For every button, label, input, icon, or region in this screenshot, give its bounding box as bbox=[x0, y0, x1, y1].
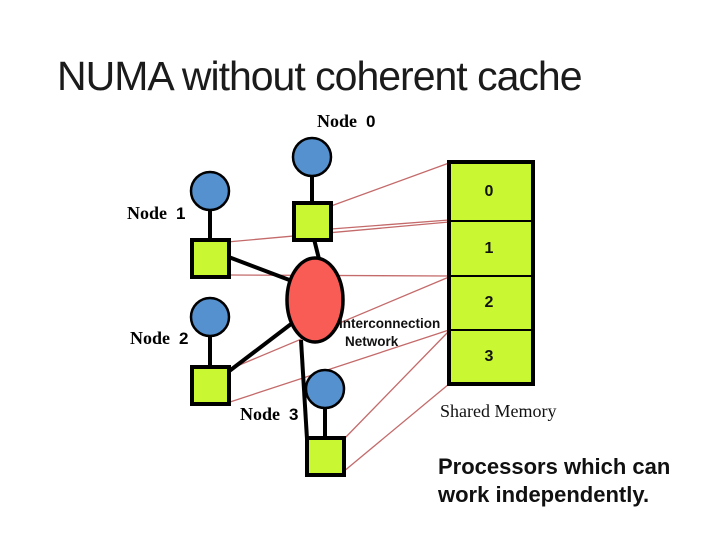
node3-network-connector bbox=[299, 339, 309, 440]
bus-connector-lines bbox=[208, 175, 327, 440]
link-node0-cell0-top bbox=[330, 162, 450, 207]
node1-processor-circle bbox=[189, 170, 231, 212]
node1-network-connector bbox=[225, 254, 293, 283]
node3-processor-circle bbox=[304, 368, 346, 410]
node3-cache-square bbox=[305, 436, 346, 477]
node2-label-text: Node bbox=[130, 328, 170, 348]
link-node0-cell0-bottom bbox=[330, 219, 450, 230]
memory-cell0-label: 0 bbox=[484, 183, 494, 200]
node2-label: Node 2 bbox=[130, 329, 188, 348]
caption-line1: Processors which can bbox=[438, 454, 671, 479]
shared-memory-label: Shared Memory bbox=[440, 401, 557, 421]
node1-label-text: Node bbox=[127, 203, 167, 223]
memory-cell1-label: 1 bbox=[484, 240, 494, 257]
node0-number: 0 bbox=[366, 112, 376, 131]
link-node1-cell1-top bbox=[226, 221, 450, 243]
shared-memory-dividers bbox=[450, 220, 532, 331]
node3-label: Node 3 bbox=[240, 405, 298, 424]
slide-title: NUMA without coherent cache bbox=[57, 53, 582, 99]
caption-line2: work independently. bbox=[438, 482, 650, 507]
node1-number: 1 bbox=[176, 204, 186, 223]
node0-processor-circle bbox=[291, 136, 333, 178]
node0-label: Node 0 bbox=[317, 112, 375, 131]
caption-text: Processors which can work independently. bbox=[438, 453, 670, 509]
memory-cell3-label: 3 bbox=[484, 348, 494, 365]
processor-circles bbox=[189, 136, 346, 410]
node1-label: Node 1 bbox=[127, 204, 185, 223]
shared-memory-outline bbox=[447, 160, 535, 386]
link-node3-cell3-bottom bbox=[342, 383, 450, 473]
node3-label-text: Node bbox=[240, 404, 280, 424]
network-label-line2: Network bbox=[345, 334, 399, 349]
node3-number: 3 bbox=[289, 405, 299, 424]
node1-cache-square bbox=[190, 238, 231, 279]
cache-squares bbox=[190, 201, 346, 477]
node2-processor-circle bbox=[189, 296, 231, 338]
node2-cache-square bbox=[190, 365, 231, 406]
link-node2-cell2-bottom bbox=[229, 329, 450, 403]
node2-network-connector bbox=[226, 319, 297, 374]
memory-cell2-label: 2 bbox=[484, 294, 494, 311]
shared-memory-box bbox=[447, 160, 535, 386]
link-node3-cell3-top bbox=[342, 330, 450, 441]
node2-number: 2 bbox=[179, 329, 189, 348]
interconnection-network-label: Interconnection Network bbox=[339, 315, 440, 351]
network-label-line1: Interconnection bbox=[339, 316, 441, 331]
node0-cache-square bbox=[292, 201, 333, 242]
node0-label-text: Node bbox=[317, 111, 357, 131]
interconnection-network-ellipse bbox=[285, 256, 345, 344]
